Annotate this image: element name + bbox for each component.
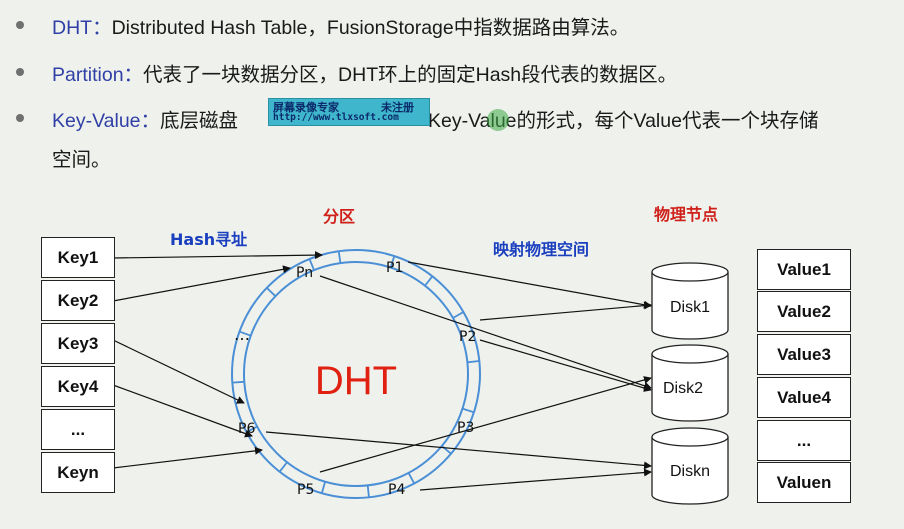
- disk-2-label: Disk2: [663, 380, 703, 397]
- cursor-highlight: [487, 109, 509, 131]
- bullet-desc-line2: 空间。: [52, 149, 111, 171]
- arrow-p4-diskn: [419, 468, 652, 491]
- dht-ring-inner: [243, 261, 469, 487]
- arrow-key2: [112, 265, 291, 302]
- key-box-n: Keyn: [41, 452, 115, 493]
- arrow-p2-disk2: [479, 339, 652, 392]
- arrow-keyn: [112, 446, 263, 469]
- watermark-line1b: 未注册: [381, 101, 414, 114]
- bullet-dot: [16, 68, 24, 76]
- ring-tick: [232, 380, 245, 384]
- value-box-ellipsis: ...: [757, 420, 851, 461]
- bullet-desc: 代表了一块数据分区，DHT环上的固定Hash段代表的数据区。: [143, 64, 678, 86]
- value-box-3: Value3: [757, 334, 851, 375]
- value-box-4: Value4: [757, 377, 851, 418]
- arrow-p5-disk2: [319, 376, 652, 473]
- arrow-pn-disk2: [319, 275, 652, 390]
- disk-n: [651, 427, 729, 505]
- partition-p5: P5: [297, 482, 314, 498]
- ring-tick: [467, 360, 480, 364]
- ring-tick: [462, 407, 475, 414]
- ring-tick: [266, 287, 277, 297]
- ring-tick: [239, 330, 252, 337]
- partition-ellipsis: …: [234, 325, 250, 344]
- partition-p1: P1: [386, 260, 403, 276]
- ring-tick: [278, 461, 288, 473]
- ring-ticks: [232, 251, 480, 498]
- partition-p6: P6: [238, 421, 255, 437]
- bullet-text: Key-Value：底层磁盘: [52, 104, 238, 133]
- disk-2: [651, 344, 729, 422]
- arrow-key1: [112, 251, 323, 260]
- partition-p3: P3: [457, 420, 474, 436]
- bullet-term: DHT：: [52, 17, 112, 39]
- key-box-3: Key3: [41, 323, 115, 364]
- bullet-dot: [16, 21, 24, 29]
- connector-arrows: [112, 251, 652, 491]
- bullet-desc: Distributed Hash Table，FusionStorage中指数据…: [111, 17, 630, 39]
- ring-tick: [407, 472, 416, 484]
- label-partition: 分区: [323, 207, 355, 226]
- partition-p4: P4: [388, 482, 405, 498]
- arrow-key3: [112, 339, 245, 404]
- arrow-p6-diskn: [265, 431, 652, 470]
- bullet-text: DHT：Distributed Hash Table，FusionStorage…: [52, 11, 629, 40]
- key-box-1: Key1: [41, 237, 115, 278]
- value-box-2: Value2: [757, 291, 851, 332]
- bullet-desc-after: Key-Value的形式，每个Value代表一个块存储: [428, 110, 819, 132]
- value-box-1: Value1: [757, 249, 851, 290]
- watermark-line2: http://www.tlxsoft.com: [273, 112, 399, 123]
- ring-tick: [389, 255, 396, 268]
- arrow-p1-disk1: [407, 261, 652, 309]
- bullet-term: Partition：: [52, 64, 144, 86]
- ring-tick: [366, 485, 370, 498]
- watermark-banner: 屏幕录像专家 未注册 http://www.tlxsoft.com: [268, 98, 430, 126]
- key-box-ellipsis: ...: [41, 409, 115, 450]
- label-hash: Hash寻址: [170, 230, 247, 249]
- ring-tick: [452, 311, 464, 319]
- arrow-key4: [112, 384, 253, 438]
- arrow-p2-disk1: [479, 301, 652, 321]
- key-box-2: Key2: [41, 280, 115, 321]
- value-box-n: Valuen: [757, 462, 851, 503]
- bullet-partition: Partition：代表了一块数据分区，DHT环上的固定Hash段代表的数据区。: [0, 55, 904, 87]
- label-nodes: 物理节点: [654, 205, 718, 224]
- bullet-term: Key-Value：: [52, 110, 161, 132]
- ring-tick: [424, 275, 434, 287]
- ring-tick: [320, 481, 326, 494]
- bullet-text: Partition：代表了一块数据分区，DHT环上的固定Hash段代表的数据区。: [52, 58, 677, 87]
- disk-n-label: Diskn: [670, 463, 710, 480]
- bullet-dot: [16, 114, 24, 122]
- bullet-key-value: Key-Value：底层磁盘 Key-Value的形式，每个Value代表一个块…: [0, 101, 904, 171]
- partition-p2: P2: [459, 329, 476, 345]
- ring-tick: [308, 258, 315, 271]
- partition-pn: Pn: [296, 265, 313, 281]
- ring-tick: [337, 251, 342, 264]
- bullet-desc-before: 底层磁盘: [160, 110, 239, 132]
- watermark-line1: 屏幕录像专家: [273, 101, 339, 114]
- key-box-4: Key4: [41, 366, 115, 407]
- disk-1: [651, 262, 729, 340]
- disk-1-label: Disk1: [670, 299, 710, 316]
- bullet-dht: DHT：Distributed Hash Table，FusionStorage…: [0, 8, 904, 40]
- dht-ring-outer: [231, 249, 481, 499]
- label-map: 映射物理空间: [493, 240, 589, 259]
- dht-center-label: DHT: [315, 359, 397, 403]
